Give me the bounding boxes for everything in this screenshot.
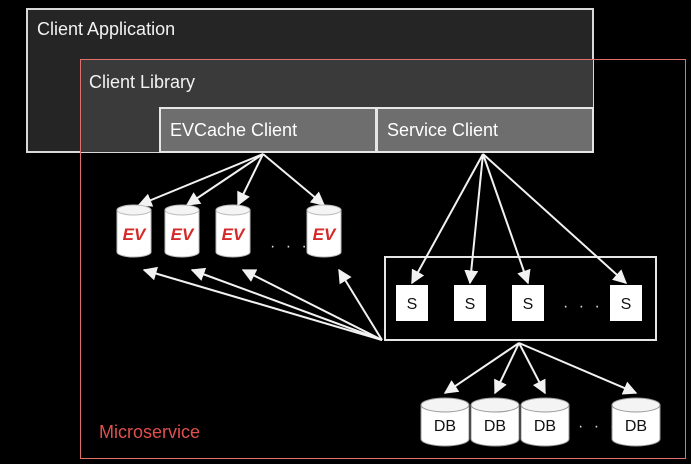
arrow-serviceclient-to-s (482, 153, 628, 284)
client-application-label: Client Application (37, 19, 176, 39)
arrow-evclient-to-ev (237, 153, 264, 207)
db-node: DB (420, 397, 470, 447)
service-node-label: S (465, 296, 476, 313)
arrow-s-to-db (443, 342, 520, 394)
db-nodes-group: DB DB DB DB (420, 397, 661, 447)
db-node-label: DB (625, 418, 647, 435)
service-node: S (454, 285, 486, 321)
ev-cache-node: EV (215, 204, 251, 258)
arrow-evclient-to-ev (185, 153, 264, 206)
ev-cache-node: EV (306, 204, 342, 258)
arrow-s-to-db (494, 342, 520, 395)
db-node-label: DB (434, 418, 456, 435)
microservice-label: Microservice (99, 422, 201, 442)
service-node: S (610, 285, 642, 321)
service-group-box (384, 256, 657, 341)
arrow-s-to-db (518, 342, 546, 395)
arrow-serviceclient-to-s (482, 153, 531, 285)
service-node-label: S (407, 296, 418, 313)
service-ellipsis: · · · (563, 298, 603, 315)
ev-logo-label: EV (222, 225, 246, 244)
ev-nodes-group: EV EV EV EV (116, 204, 342, 258)
ev-logo-label: EV (123, 225, 147, 244)
ev-ellipsis: · · · (270, 238, 310, 255)
db-node-label: DB (484, 418, 506, 435)
arrow-s-to-ev (338, 268, 383, 341)
arrow-serviceclient-to-s (411, 153, 484, 285)
arrow-evclient-to-ev (137, 153, 264, 207)
db-node: DB (470, 397, 520, 447)
service-client-label: Service Client (387, 120, 499, 140)
arrow-s-to-ev (190, 267, 383, 341)
ev-cache-node: EV (116, 204, 152, 258)
service-node-label: S (523, 296, 534, 313)
service-node: S (396, 285, 428, 321)
ev-cache-node: EV (164, 204, 200, 258)
evcache-client-box: EVCache Client (159, 107, 377, 153)
evcache-client-label: EVCache Client (170, 120, 298, 140)
db-node: DB (611, 397, 661, 447)
service-node: S (512, 285, 544, 321)
arrow-s-to-ev (142, 266, 383, 341)
service-client-box: Service Client (376, 107, 594, 153)
db-ellipsis: · · · (578, 418, 618, 435)
arrow-evclient-to-ev (262, 153, 326, 206)
client-library-label: Client Library (89, 72, 196, 92)
ev-logo-label: EV (313, 225, 337, 244)
db-node-label: DB (534, 418, 556, 435)
db-node: DB (520, 397, 570, 447)
arrows-group (137, 153, 638, 395)
client-library-box: Client Library (81, 60, 593, 108)
client-library-box-lower (81, 108, 161, 152)
service-node-label: S (621, 296, 632, 313)
arrow-s-to-db (518, 342, 638, 395)
microservice-boundary (80, 59, 686, 459)
arrow-s-to-ev (241, 269, 383, 341)
arrow-serviceclient-to-s (464, 153, 484, 285)
ev-logo-label: EV (171, 225, 195, 244)
